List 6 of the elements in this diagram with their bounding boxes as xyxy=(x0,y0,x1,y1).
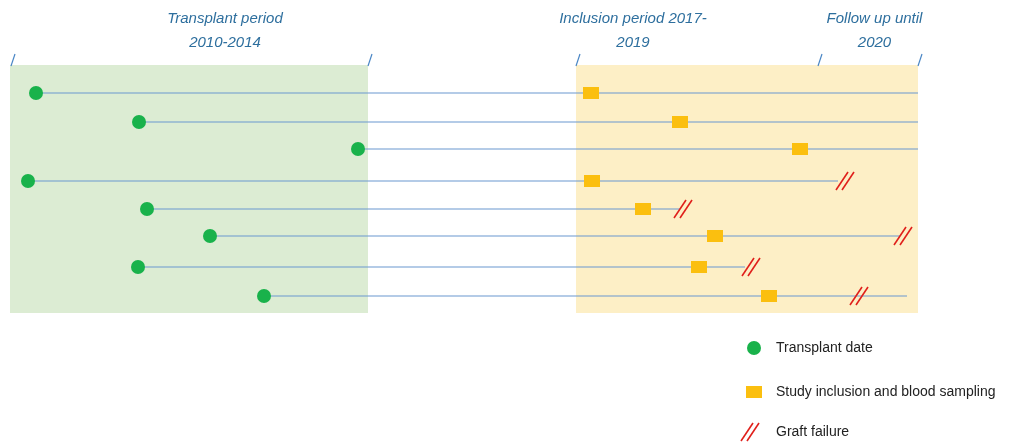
period-label: Transplant period 2010-2014 xyxy=(166,8,284,52)
legend-text: Study inclusion and blood sampling xyxy=(776,383,996,399)
period-label: Follow up until 2020 xyxy=(825,8,924,52)
period-label: Inclusion period 2017-2019 xyxy=(558,8,708,52)
legend-text: Graft failure xyxy=(776,423,850,439)
legend-text: Transplant date xyxy=(776,339,873,355)
